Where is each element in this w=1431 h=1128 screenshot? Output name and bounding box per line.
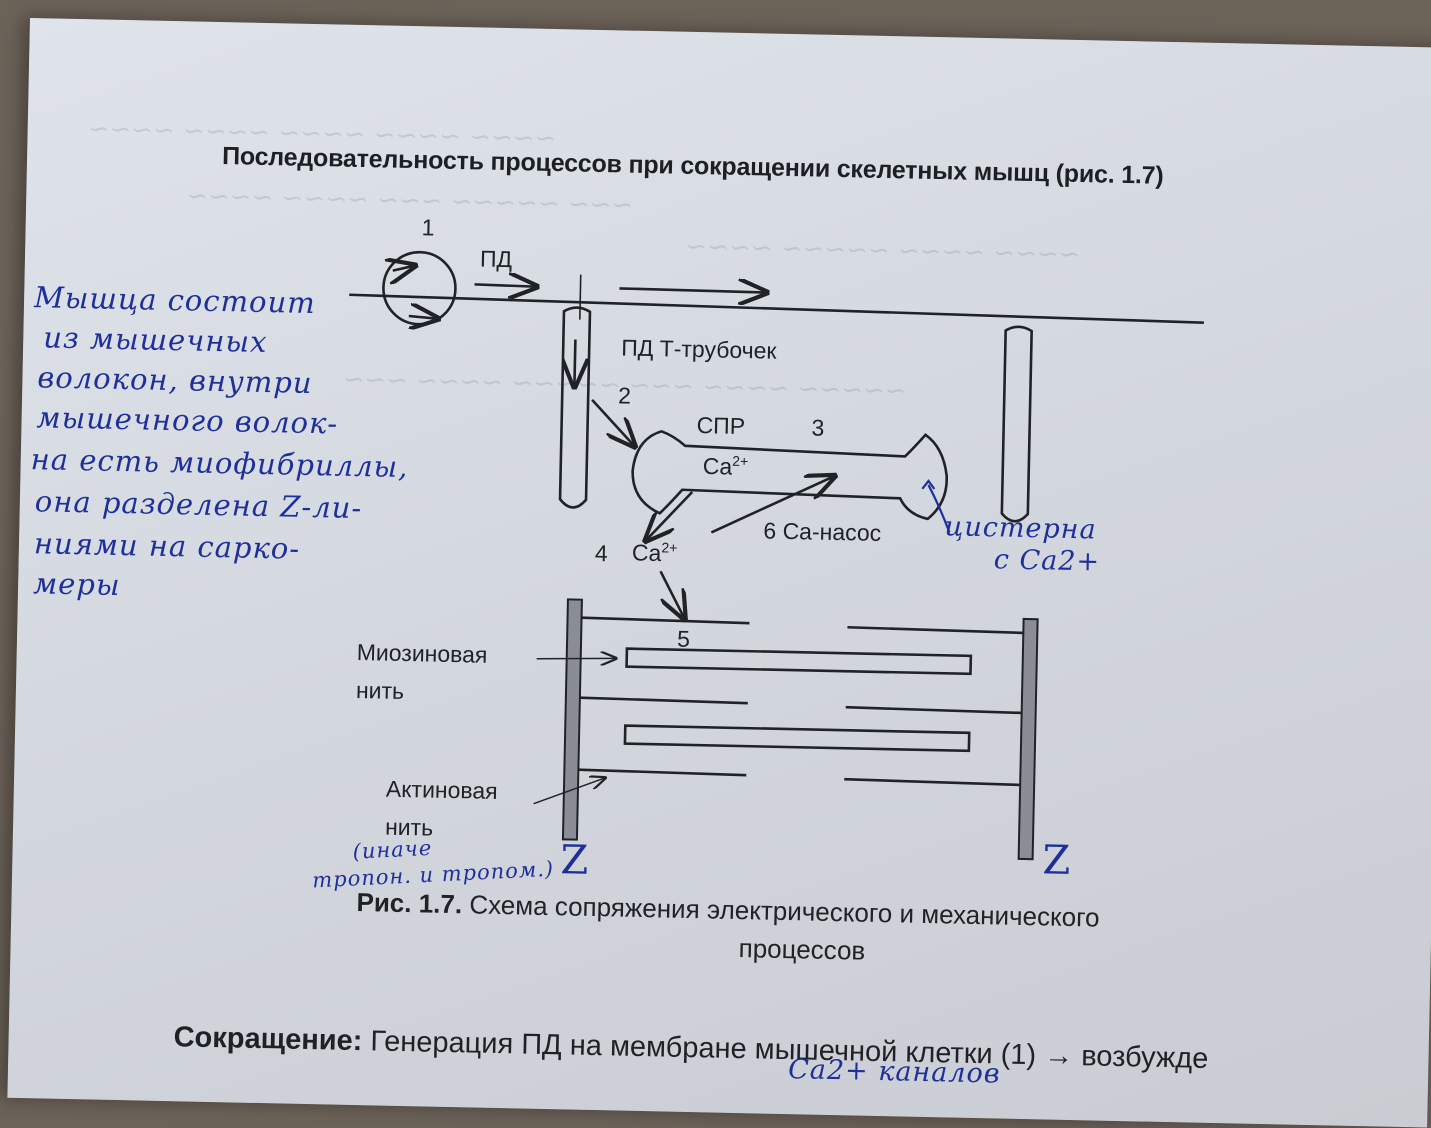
coupling-diagram bbox=[349, 250, 1204, 861]
caption-text-2: процессов bbox=[738, 933, 866, 966]
actin-right-2 bbox=[845, 705, 1022, 715]
t-tubule-right bbox=[1000, 325, 1033, 523]
spr-label: СПР bbox=[696, 412, 746, 440]
bottom-term: Сокращение: bbox=[173, 1021, 363, 1058]
circle-arrow-top bbox=[393, 266, 413, 271]
step-3-label: 3 bbox=[811, 414, 825, 441]
handwritten-z-right: Z bbox=[1042, 837, 1072, 884]
pd-arrow bbox=[474, 284, 534, 286]
t-tubule-arrow bbox=[574, 339, 575, 384]
actin-leader bbox=[533, 777, 605, 805]
ca-pump-arrow bbox=[710, 474, 832, 534]
z-disc-left bbox=[561, 598, 583, 841]
actin-left-2 bbox=[579, 696, 748, 705]
actin-label-1: Актиновая bbox=[385, 775, 498, 804]
handwritten-note-line-6: она разделена Z-ли- bbox=[34, 484, 363, 526]
pd-t-tubules-label: ПД Т-трубочек bbox=[620, 334, 777, 364]
handwritten-note-line-2: из мышечных bbox=[42, 320, 268, 360]
pen-pointer-cistern bbox=[927, 484, 951, 533]
t-tubule-left bbox=[558, 306, 592, 509]
myosin-filament-2 bbox=[623, 724, 971, 753]
ca-inside-label: Ca2+ bbox=[702, 452, 749, 480]
tick-mark bbox=[579, 274, 582, 320]
sarcolemma-line bbox=[349, 293, 1204, 324]
handwritten-z-left: Z bbox=[559, 837, 590, 884]
caption-label: Рис. 1.7. bbox=[356, 887, 463, 920]
actin-left-3 bbox=[578, 768, 747, 777]
myosin-label-1: Миозиновая bbox=[356, 638, 488, 668]
handwritten-troponin-1: (иначе bbox=[352, 835, 433, 864]
step-6-pump-label: 6 Ca-насос bbox=[763, 517, 882, 546]
handwritten-note-line-4: мышечного волок- bbox=[36, 400, 339, 441]
handwritten-bottom-note: Ca2+ каналов bbox=[787, 1054, 1001, 1090]
ca-release-arrow bbox=[647, 491, 694, 540]
step-1-label: 1 bbox=[421, 214, 435, 241]
handwritten-note-line-1: Мышца состоит bbox=[33, 280, 317, 321]
handwritten-note-line-3: волокон, внутри bbox=[37, 360, 313, 400]
sarcoplasmic-reticulum bbox=[631, 429, 948, 521]
action-potential-circle bbox=[382, 250, 457, 326]
myosin-leader bbox=[536, 657, 615, 661]
step-2-arrow bbox=[591, 398, 634, 445]
myosin-filament-1 bbox=[625, 647, 973, 676]
handwritten-cistern-1: цистерна bbox=[944, 511, 1097, 546]
step-4-label: 4 bbox=[594, 539, 608, 567]
ca-to-myofibril-arrow bbox=[659, 570, 685, 616]
z-disc-right bbox=[1017, 617, 1039, 861]
textbook-page: ~~~~ ~~~~ ~~~~ ~~~~ ~~~~ ~~~ ~~~~~ ~~~ ~… bbox=[7, 18, 1431, 1128]
pen-arrowhead bbox=[921, 479, 936, 490]
actin-left-1 bbox=[581, 616, 750, 625]
actin-right-3 bbox=[844, 777, 1021, 787]
handwritten-cistern-2: с Ca2+ bbox=[993, 544, 1101, 578]
handwritten-note-line-7: ниями на сарко- bbox=[33, 526, 301, 566]
actin-right-1 bbox=[847, 625, 1024, 635]
propagation-arrow bbox=[619, 288, 764, 292]
step-2-label: 2 bbox=[617, 382, 632, 409]
circle-arrow-bottom bbox=[409, 316, 436, 319]
pd-label: ПД bbox=[479, 245, 513, 273]
step-5-label: 5 bbox=[676, 625, 691, 652]
handwritten-note-line-8: меры bbox=[32, 566, 121, 603]
myosin-label-2: нить bbox=[355, 676, 405, 704]
ca-released-label: Ca2+ bbox=[631, 539, 678, 566]
